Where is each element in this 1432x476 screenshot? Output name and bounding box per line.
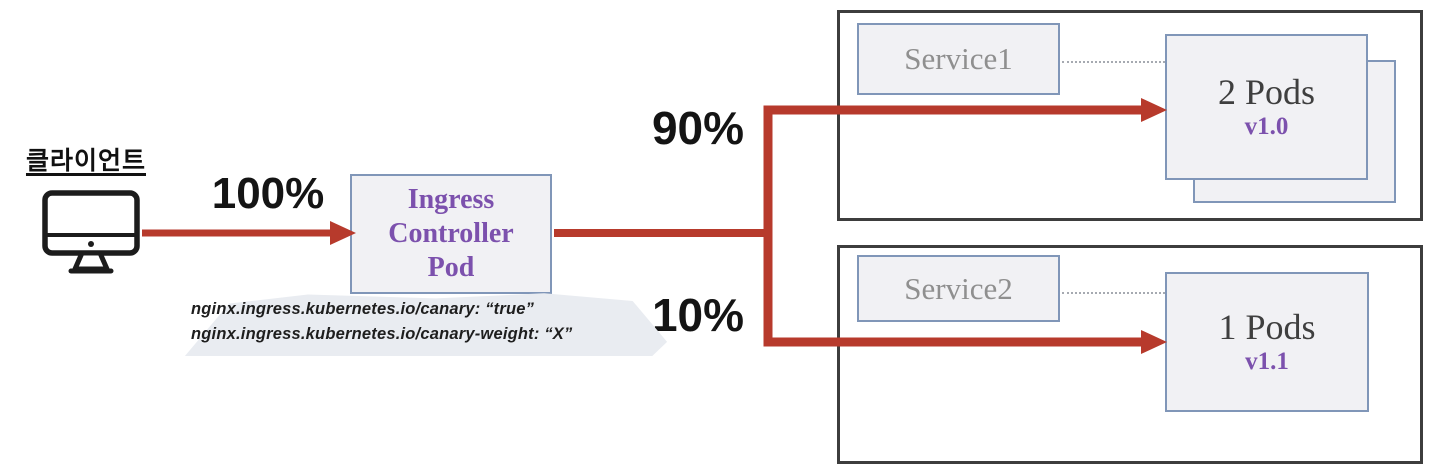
pods-v2-count: 1 Pods — [1218, 307, 1316, 347]
annotation-highlight-blob — [184, 293, 668, 356]
pods-v1-count: 2 Pods — [1217, 72, 1316, 112]
service1-label: Service1 — [904, 41, 1013, 76]
pods-v1-version: v1.0 — [1244, 113, 1289, 140]
service1-pods-link — [1062, 61, 1165, 63]
pods-v2-box: 1 Pods v1.1 — [1165, 272, 1369, 412]
pods-v2-version: v1.1 — [1245, 348, 1289, 375]
traffic-90-label: 90% — [651, 102, 745, 154]
ingress-title-line3: Pod — [427, 252, 475, 283]
canary-annotation: nginx.ingress.kubernetes.io/canary: “tru… — [191, 297, 661, 347]
canary-annotation-line1: nginx.ingress.kubernetes.io/canary: “tru… — [191, 300, 535, 318]
ingress-title-line2: Controller — [388, 218, 514, 249]
ingress-controller-pod-box: Ingress Controller Pod — [350, 174, 552, 294]
client-label: 클라이언트 — [25, 147, 146, 175]
service2-label: Service2 — [904, 270, 1013, 306]
pods-v1-box: 2 Pods v1.0 — [1165, 34, 1368, 180]
monitor-icon — [42, 190, 140, 274]
ingress-title-line1: Ingress — [407, 184, 495, 215]
traffic-10-label: 10% — [651, 289, 745, 341]
service2-pods-link — [1062, 292, 1165, 294]
traffic-100-label: 100% — [211, 169, 325, 218]
service2-box: Service2 — [857, 255, 1060, 322]
service1-box: Service1 — [857, 23, 1060, 95]
canary-annotation-line2: nginx.ingress.kubernetes.io/canary-weigh… — [191, 325, 573, 343]
